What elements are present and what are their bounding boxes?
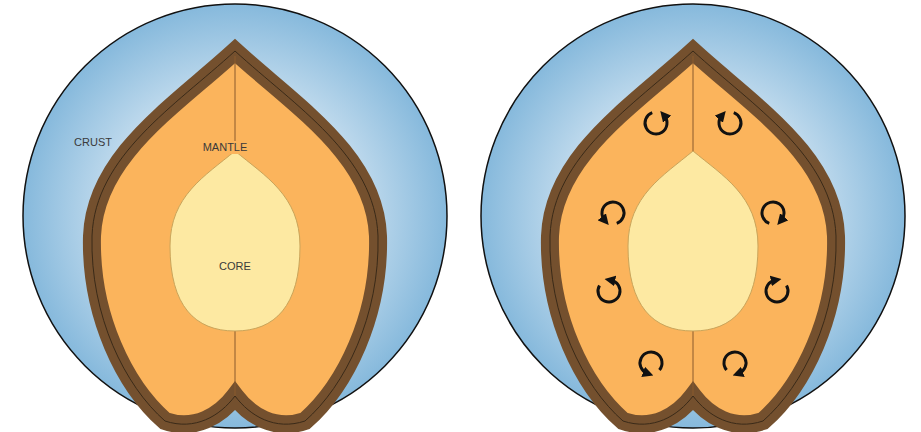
layer-label: CRUST (72, 136, 114, 149)
layer-label: CORE (217, 260, 253, 273)
earth-cross-section (23, 4, 447, 428)
mantle-region: MANTLE CORE (83, 42, 387, 430)
core-region: CORE (170, 151, 300, 331)
layer-label: MANTLE (201, 141, 250, 154)
earth-convection (481, 4, 905, 428)
crust-region: CRUST MANTLE CORE (23, 4, 447, 428)
